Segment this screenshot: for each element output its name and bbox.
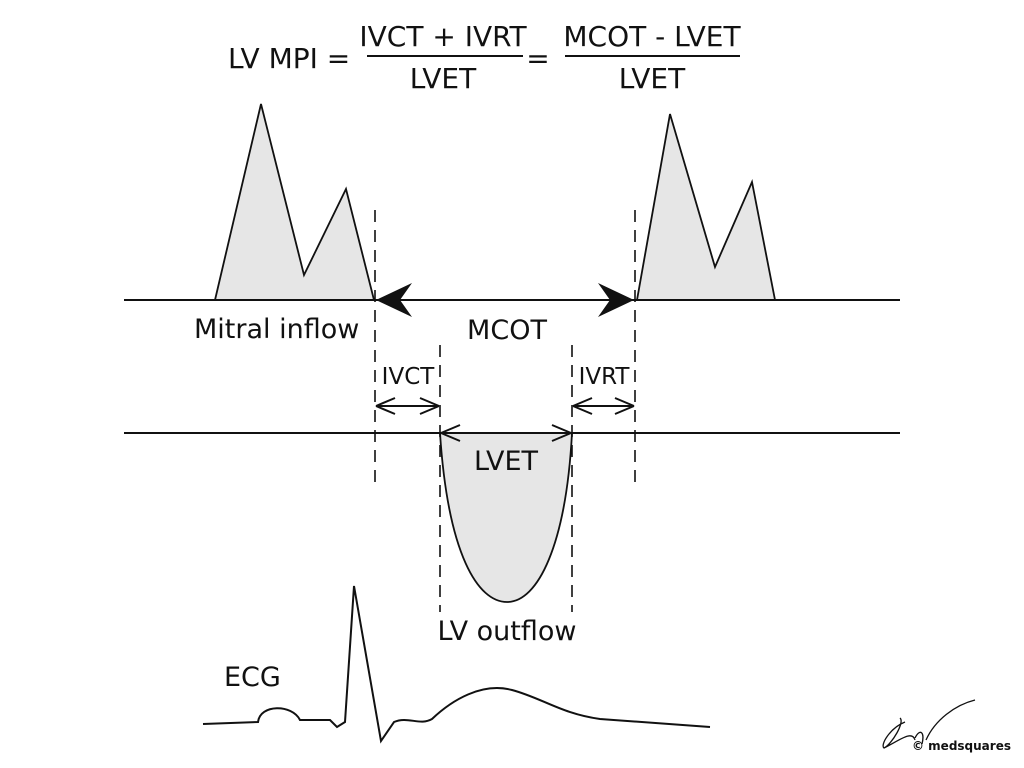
label-mitral-inflow: Mitral inflow	[194, 314, 359, 345]
formula-lhs: LV MPI =	[228, 42, 350, 75]
label-lv-outflow: LV outflow	[438, 616, 577, 647]
mitral-inflow-wave-right	[635, 113, 777, 301]
formula-frac2-numerator: MCOT - LVET	[563, 20, 741, 53]
label-ecg: ECG	[224, 662, 281, 693]
label-ivct: IVCT	[382, 364, 436, 390]
formula-frac1-numerator: IVCT + IVRT	[359, 20, 527, 53]
label-lvet: LVET	[474, 446, 539, 477]
mitral-inflow-wave-left	[213, 103, 376, 301]
signature-icon	[882, 699, 976, 749]
ecg-trace	[202, 585, 711, 744]
label-ivrt: IVRT	[579, 364, 631, 390]
lv-outflow-wave	[439, 432, 573, 603]
formula-frac1-denominator: LVET	[410, 62, 477, 95]
signature-logo: © medsquares	[882, 699, 1011, 753]
formula-equals: =	[526, 42, 549, 75]
copyright-credit: © medsquares	[912, 739, 1011, 753]
label-mcot: MCOT	[467, 315, 547, 346]
mpi-formula: LV MPI = IVCT + IVRT LVET = MCOT - LVET …	[228, 20, 742, 95]
formula-frac2-denominator: LVET	[619, 62, 686, 95]
